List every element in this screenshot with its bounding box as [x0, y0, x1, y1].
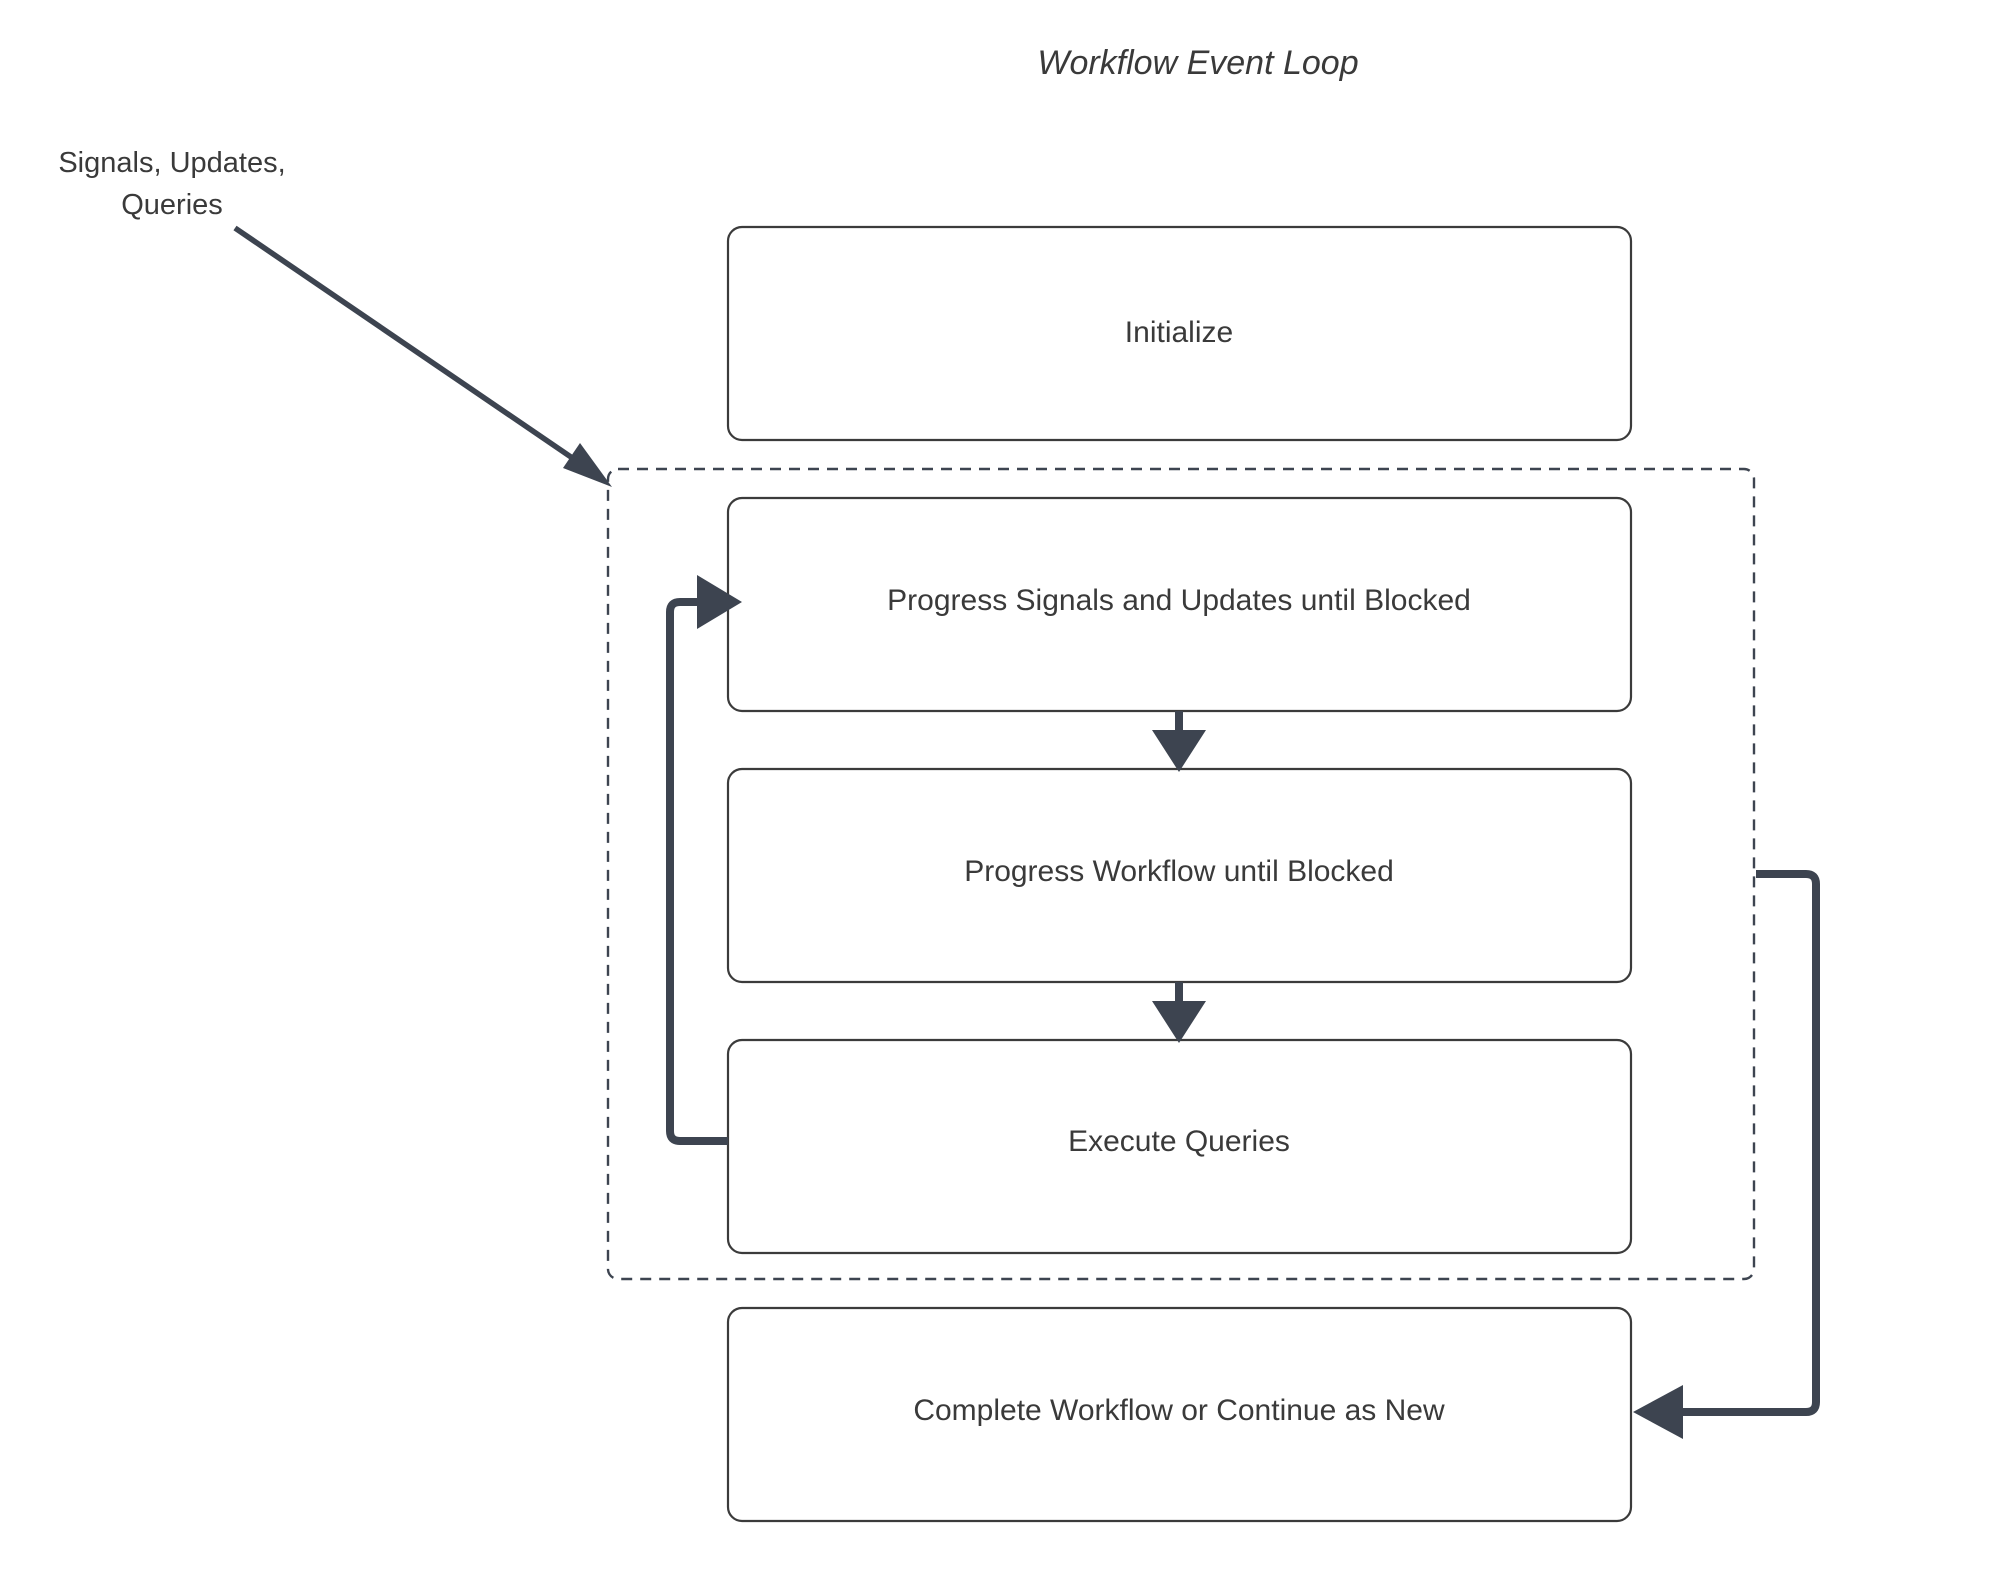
arrow-workflow-to-queries: [1152, 982, 1206, 1043]
node-initialize[interactable]: Initialize: [726, 225, 1633, 442]
node-progress-workflow[interactable]: Progress Workflow until Blocked: [726, 767, 1633, 984]
arrow-loop-exit-to-complete: [1633, 870, 1820, 1439]
node-execute-queries[interactable]: Execute Queries: [726, 1038, 1633, 1255]
arrow-loop-back-to-signals: [666, 575, 742, 1145]
node-initialize-label: Initialize: [1125, 316, 1233, 349]
node-progress-workflow-label: Progress Workflow until Blocked: [964, 855, 1394, 888]
node-progress-signals[interactable]: Progress Signals and Updates until Block…: [726, 496, 1633, 713]
external-input-label-line1: Signals, Updates,: [58, 147, 285, 179]
arrow-loop-back-to-signals-head: [697, 575, 742, 629]
arrow-signals-to-workflow: [1152, 711, 1206, 772]
node-complete-workflow[interactable]: Complete Workflow or Continue as New: [726, 1306, 1633, 1523]
external-input-arrow: [233, 225, 612, 487]
arrow-loop-exit-to-complete-head: [1633, 1385, 1683, 1439]
page-title: Workflow Event Loop: [1037, 44, 1358, 82]
external-input-label-line2: Queries: [121, 189, 223, 221]
external-input-label: Signals, Updates, Queries: [58, 147, 285, 221]
node-progress-signals-label: Progress Signals and Updates until Block…: [887, 584, 1471, 617]
node-complete-workflow-label: Complete Workflow or Continue as New: [913, 1394, 1445, 1427]
arrow-workflow-to-queries-head: [1152, 1001, 1206, 1043]
node-complete-workflow-box[interactable]: [726, 1306, 1633, 1523]
node-execute-queries-label: Execute Queries: [1068, 1125, 1290, 1158]
external-input-arrow-head: [563, 443, 612, 487]
event-loop-container: [606, 467, 1756, 1281]
node-initialize-box[interactable]: [726, 225, 1633, 442]
arrow-signals-to-workflow-head: [1152, 730, 1206, 772]
